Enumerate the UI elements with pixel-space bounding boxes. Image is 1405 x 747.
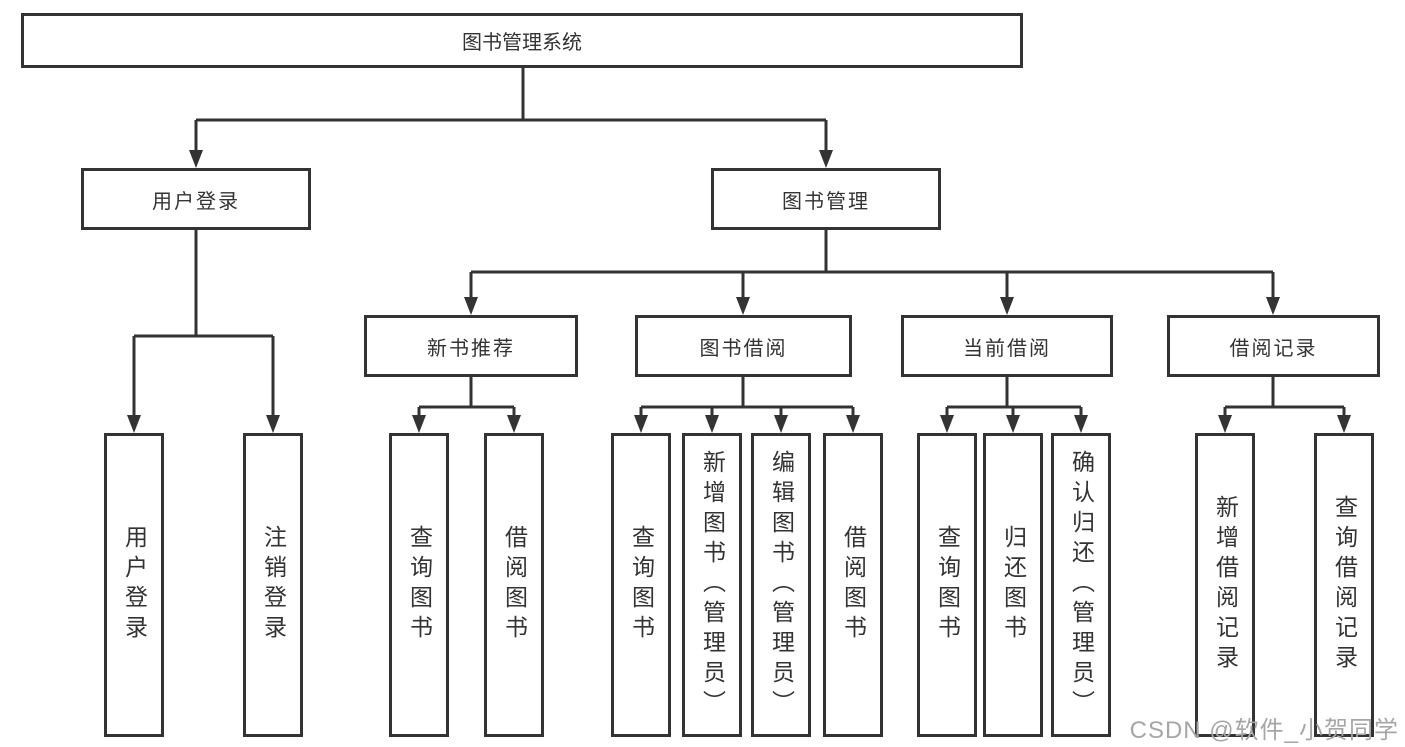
leaf-label: 用户登录 — [121, 525, 148, 645]
csdn-watermark: CSDN @软件_小贺同学 — [1129, 717, 1399, 744]
node-new-book-recommend: 新书推荐 — [364, 315, 578, 377]
node-book-management: 图书管理 — [711, 168, 941, 230]
leaf-query-books-borrowing: 查询图书 — [611, 433, 671, 737]
leaf-query-borrow-record: 查询借阅记录 — [1314, 433, 1374, 737]
leaf-query-books-current: 查询图书 — [917, 433, 977, 737]
leaf-borrow-books-recommend: 借阅图书 — [484, 433, 544, 737]
leaf-borrow-books: 借阅图书 — [823, 433, 883, 737]
node-borrowing-records: 借阅记录 — [1167, 315, 1380, 377]
leaf-label: 新增借阅记录 — [1212, 495, 1239, 675]
leaf-label: 查询借阅记录 — [1331, 495, 1358, 675]
leaf-user-login: 用户登录 — [104, 433, 164, 737]
leaf-label: 查询图书 — [406, 525, 433, 645]
leaf-confirm-return-admin: 确认归还（管理员） — [1051, 433, 1111, 737]
leaf-label: 注销登录 — [260, 525, 287, 645]
leaf-label: 新增图书（管理员） — [699, 450, 726, 720]
node-user-login: 用户登录 — [81, 168, 311, 230]
leaf-logout: 注销登录 — [243, 433, 303, 737]
node-current-borrowing: 当前借阅 — [901, 315, 1113, 377]
leaf-edit-books-admin: 编辑图书（管理员） — [751, 433, 811, 737]
leaf-add-borrow-record: 新增借阅记录 — [1195, 433, 1255, 737]
leaf-label: 确认归还（管理员） — [1068, 450, 1095, 720]
leaf-label: 编辑图书（管理员） — [768, 450, 795, 720]
node-book-borrowing: 图书借阅 — [635, 315, 852, 377]
leaf-label: 查询图书 — [934, 525, 961, 645]
leaf-label: 借阅图书 — [501, 525, 528, 645]
node-library-management-system: 图书管理系统 — [21, 13, 1023, 68]
leaf-query-books-recommend: 查询图书 — [389, 433, 449, 737]
leaf-label: 归还图书 — [1000, 525, 1027, 645]
leaf-label: 查询图书 — [628, 525, 655, 645]
leaf-add-books-admin: 新增图书（管理员） — [682, 433, 742, 737]
leaf-return-books: 归还图书 — [983, 433, 1043, 737]
leaf-label: 借阅图书 — [840, 525, 867, 645]
